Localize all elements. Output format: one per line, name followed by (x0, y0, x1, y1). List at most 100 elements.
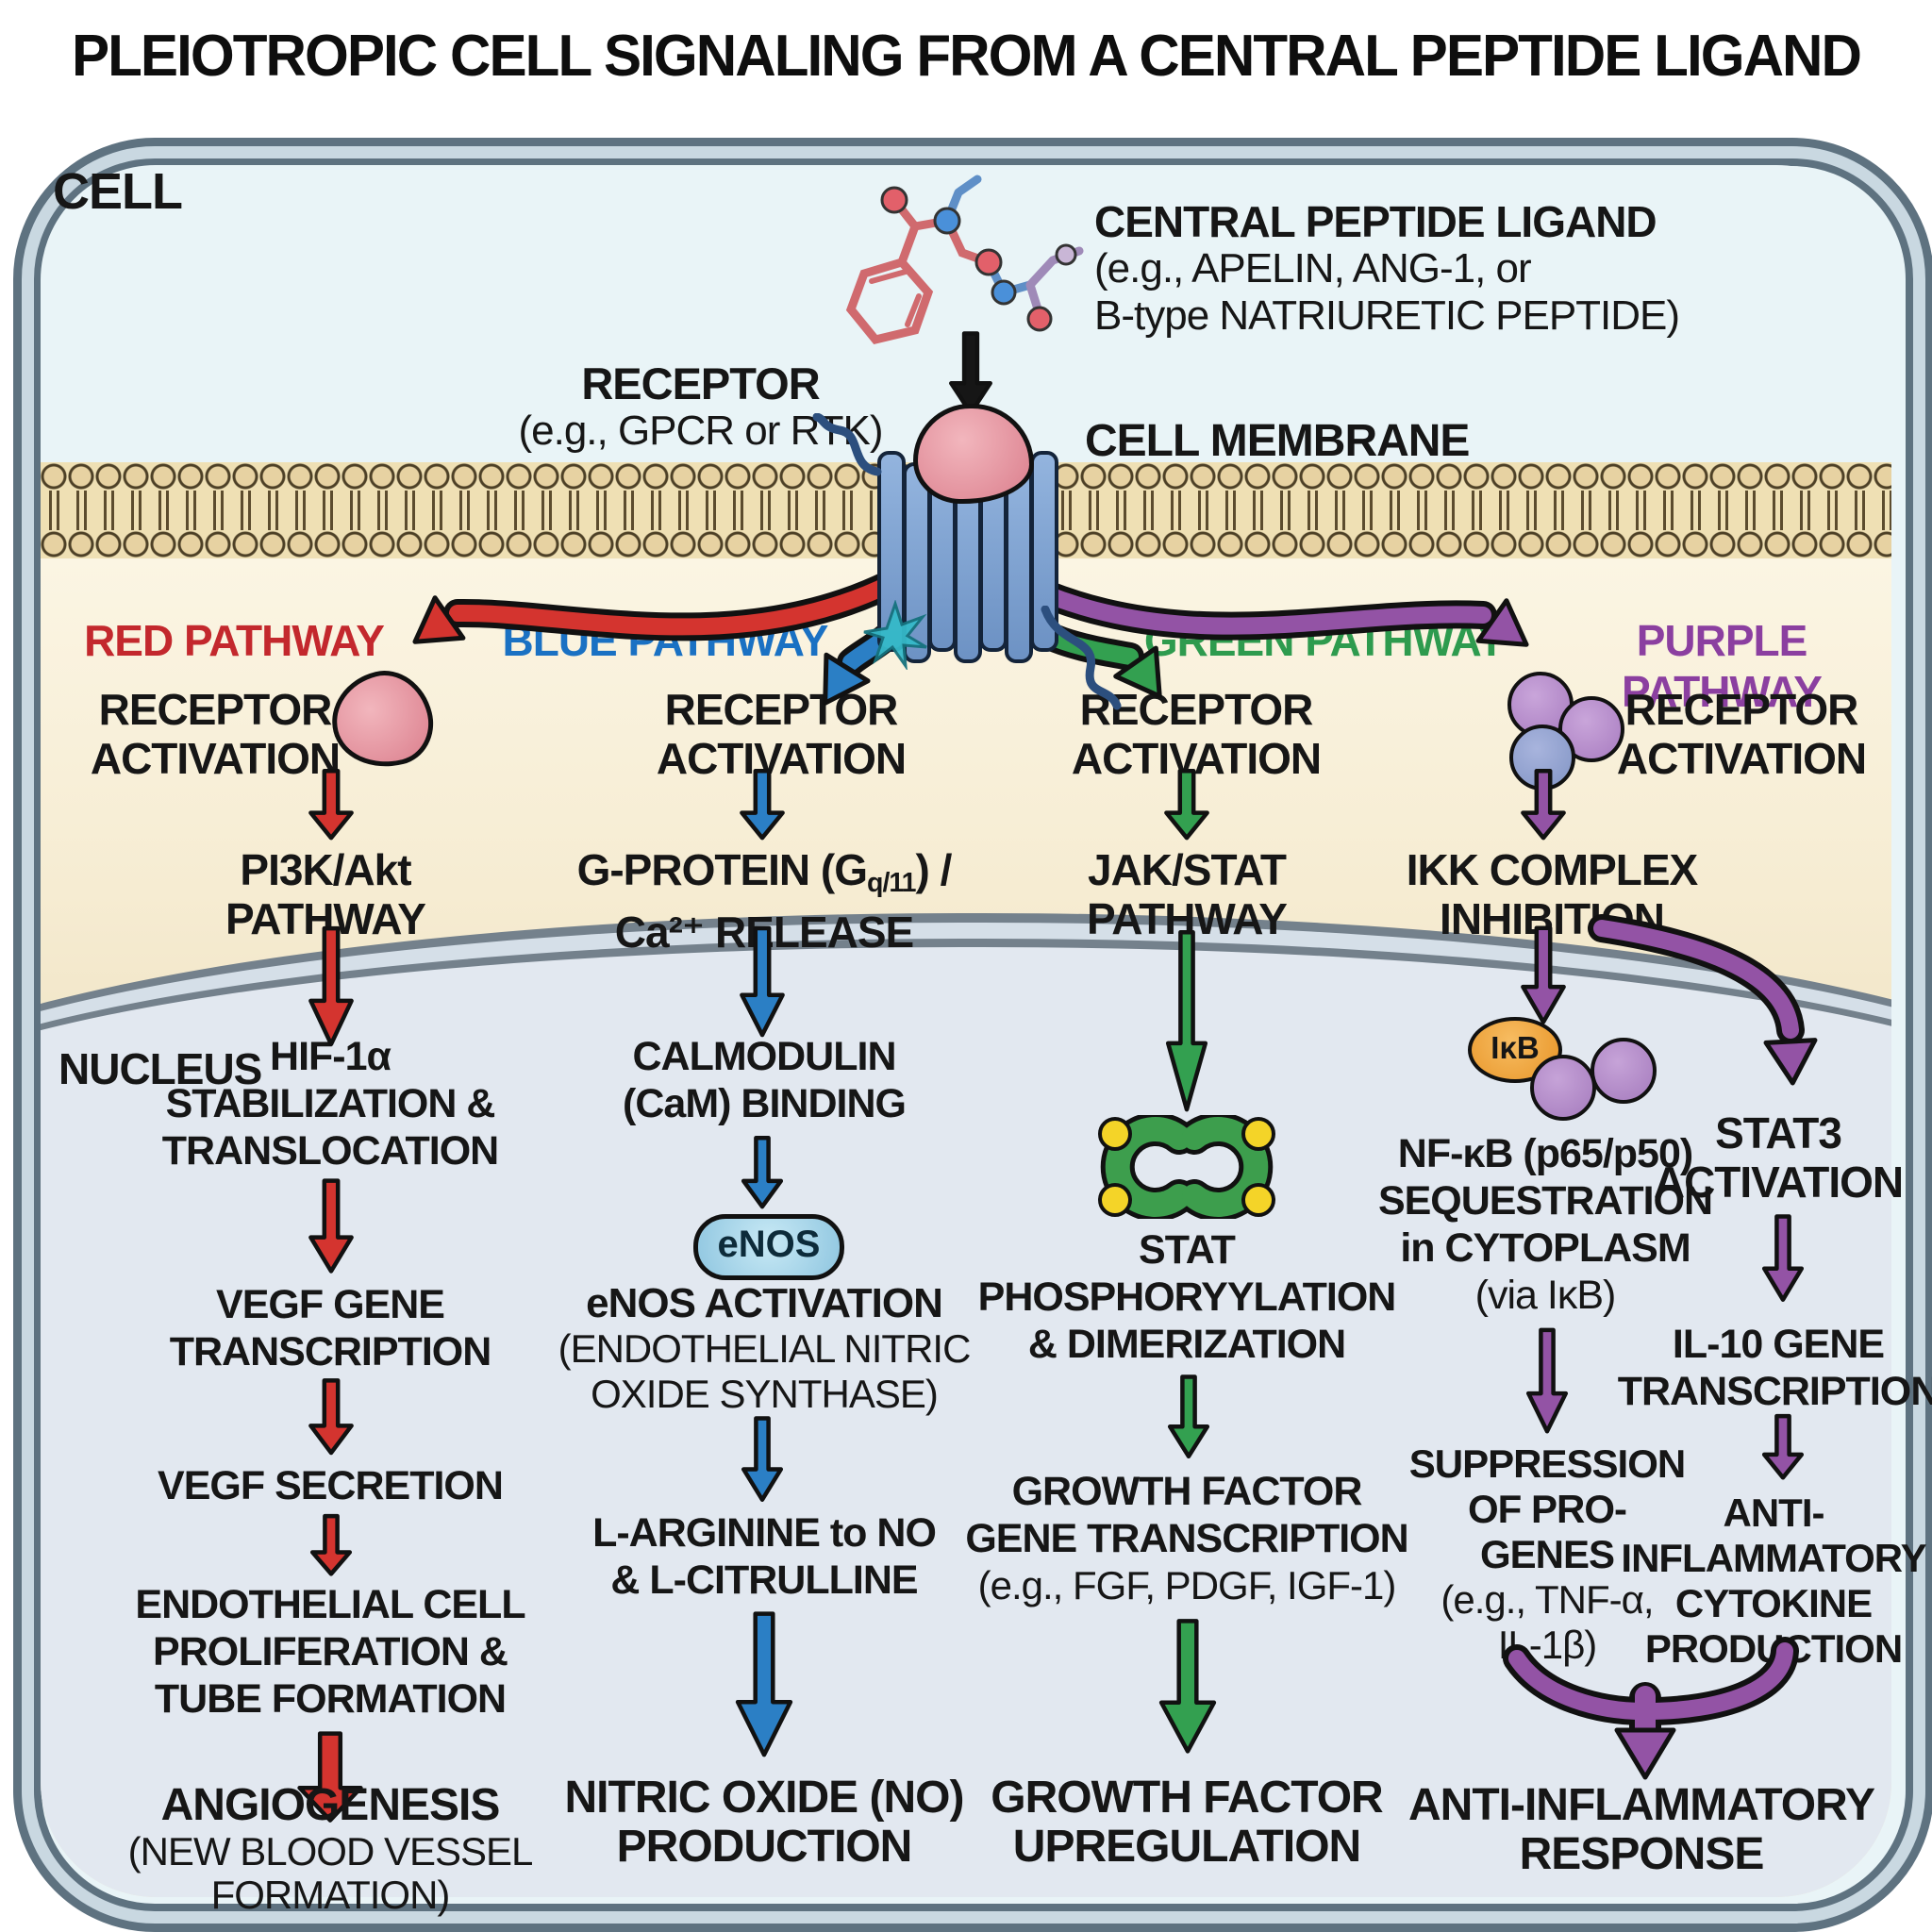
cell-membrane-label: CELL MEMBRANE (1085, 416, 1470, 466)
blue-flow-arrow (741, 1137, 783, 1208)
line: SUPPRESSION (1408, 1441, 1686, 1486)
blue-pathway-header: BLUE PATHWAY (502, 616, 829, 665)
red-hif-node: HIF-1α STABILIZATION & TRANSLOCATION (132, 1033, 528, 1174)
purple-ikk-node: IKK COMPLEX INHIBITION (1363, 845, 1740, 943)
line: L-ARGININE to NO (592, 1510, 937, 1556)
blue-flow-arrow (740, 770, 785, 840)
page-title: PLEIOTROPIC CELL SIGNALING FROM A CENTRA… (71, 24, 1862, 89)
green-stat-node: STAT PHOSPHORYYLATION & DIMERIZATION (960, 1226, 1413, 1368)
line: & DIMERIZATION (1027, 1322, 1346, 1367)
line: ANTI-INFLAMMATORY (1407, 1780, 1875, 1830)
line: SEQUESTRATION (1377, 1178, 1713, 1224)
line: PHOSPHORYYLATION (977, 1274, 1397, 1320)
green-pathway-header: GREEN PATHWAY (1143, 616, 1506, 665)
line: ACTIVATION (1071, 734, 1322, 783)
red-flow-arrow-large (296, 1732, 364, 1823)
red-pathway-header: RED PATHWAY (84, 616, 385, 665)
blue-outcome-node: NITRIC OXIDE (NO) PRODUCTION (538, 1774, 991, 1872)
line: IKK COMPLEX (1406, 845, 1698, 894)
red-flow-arrow (308, 1379, 354, 1455)
gprotein-text: G-PROTEIN (G (576, 845, 868, 894)
line: PRODUCTION (616, 1822, 913, 1872)
receptor-n-terminus-icon (812, 413, 882, 476)
line: G-PROTEIN (Gq/11) / (528, 845, 1000, 908)
line: ACTIVATION (90, 734, 341, 783)
green-growth-factor-node: GROWTH FACTOR GENE TRANSCRIPTION (e.g., … (951, 1468, 1423, 1609)
line: TRANSLOCATION (161, 1128, 499, 1174)
line: STAT3 (1715, 1108, 1842, 1158)
line: OXIDE SYNTHASE) (591, 1372, 939, 1416)
line: (e.g., TNF-α, (1441, 1577, 1654, 1622)
blue-calmodulin-node: CALMODULIN (CaM) BINDING (557, 1033, 972, 1127)
blue-receptor-activation: RECEPTOR ACTIVATION (592, 685, 970, 783)
line: ANTI- (1723, 1491, 1825, 1535)
receptor-c-terminus-icon (1041, 606, 1122, 710)
line: PRODUCTION (1644, 1626, 1903, 1671)
red-vegf-secretion-node: VEGF SECRETION (113, 1462, 547, 1509)
line: RECEPTOR (664, 685, 899, 734)
gprotein-subscript: q/11 (867, 868, 916, 899)
purple-il10-node: IL-10 GENE TRANSCRIPTION (1608, 1321, 1932, 1415)
blue-flow-arrow (740, 926, 785, 1038)
green-flow-arrow-large (1158, 1619, 1217, 1755)
line: FORMATION) (210, 1873, 451, 1917)
line: GROWTH FACTOR (1011, 1469, 1363, 1514)
red-endothelial-node: ENDOTHELIAL CELL PROLIFERATION & TUBE FO… (113, 1581, 547, 1723)
line: TUBE FORMATION (154, 1676, 507, 1722)
purple-flow-arrow (1762, 1415, 1804, 1479)
purple-nfkb-node: NF-κB (p65/p50) SEQUESTRATION in CYTOPLA… (1319, 1130, 1772, 1319)
line: UPREGULATION (1012, 1822, 1361, 1872)
red-pi3k-node: PI3K/Akt PATHWAY (127, 845, 524, 943)
line: ENDOTHELIAL CELL (135, 1582, 525, 1627)
red-vegf-gene-node: VEGF GENE TRANSCRIPTION (132, 1281, 528, 1375)
bound-ligand-icon (913, 404, 1034, 504)
line: RECEPTOR (98, 685, 333, 734)
line: in CYTOPLASM (1400, 1225, 1690, 1271)
green-flow-arrow (1166, 929, 1208, 1114)
receptor-title: RECEPTOR (581, 358, 820, 408)
line: (via IκB) (1474, 1273, 1617, 1318)
line: IL-10 GENE (1672, 1322, 1885, 1367)
enos-pill: eNOS (693, 1214, 844, 1280)
green-flow-arrow (1164, 770, 1209, 840)
line: GROWTH FACTOR (991, 1773, 1383, 1823)
line: ACTIVATION (656, 734, 907, 783)
line: (NEW BLOOD VESSEL (127, 1829, 534, 1874)
line: ANGIOGENESIS (160, 1780, 501, 1830)
line: GENE TRANSCRIPTION (965, 1516, 1408, 1561)
line: & L-CITRULLINE (610, 1557, 918, 1603)
blue-flow-arrow-large (735, 1611, 793, 1758)
gprotein-text-2: ) / (915, 845, 953, 894)
line: RESPONSE (1519, 1829, 1765, 1879)
green-receptor-activation: RECEPTOR ACTIVATION (1008, 685, 1385, 783)
red-receptor-activation: RECEPTOR ACTIVATION (36, 685, 394, 783)
ligand-binding-arrow (949, 332, 992, 415)
ligand-examples-2: B-type NATRIURETIC PEPTIDE) (1094, 292, 1680, 339)
line: ACTIVATION (1616, 734, 1867, 783)
line: PI3K/Akt (240, 845, 411, 894)
red-outcome-node: ANGIOGENESIS (NEW BLOOD VESSEL FORMATION… (104, 1781, 557, 1917)
line: TRANSCRIPTION (1617, 1369, 1932, 1414)
line: NITRIC OXIDE (NO) (564, 1773, 965, 1823)
line: INFLAMMATORY (1621, 1536, 1926, 1580)
line: ACTIVATION (1653, 1158, 1904, 1207)
line: (e.g., FGF, PDGF, IGF-1) (977, 1563, 1397, 1607)
purple-receptor-activation: RECEPTOR ACTIVATION (1591, 685, 1892, 783)
line: JAK/STAT (1087, 845, 1287, 894)
red-flow-arrow (308, 1179, 354, 1274)
blue-larginine-node: L-ARGININE to NO & L-CITRULLINE (547, 1509, 981, 1604)
line: PROLIFERATION & (153, 1629, 508, 1674)
line: STABILIZATION & (165, 1081, 496, 1126)
ligand-examples-1: (e.g., APELIN, ANG-1, or (1094, 245, 1532, 291)
blue-flow-arrow (741, 1417, 783, 1502)
line: OF PRO- (1468, 1487, 1627, 1531)
line: CYTOKINE (1674, 1581, 1873, 1625)
purple-flow-arrow (1521, 770, 1566, 840)
line: eNOS ACTIVATION (586, 1280, 943, 1326)
line: CALMODULIN (632, 1034, 896, 1079)
line: (CaM) BINDING (623, 1081, 907, 1126)
purple-flow-arrow (1521, 926, 1566, 1024)
purple-pathway-header: PURPLE PATHWAY (1622, 616, 1823, 716)
line: VEGF SECRETION (158, 1463, 504, 1508)
